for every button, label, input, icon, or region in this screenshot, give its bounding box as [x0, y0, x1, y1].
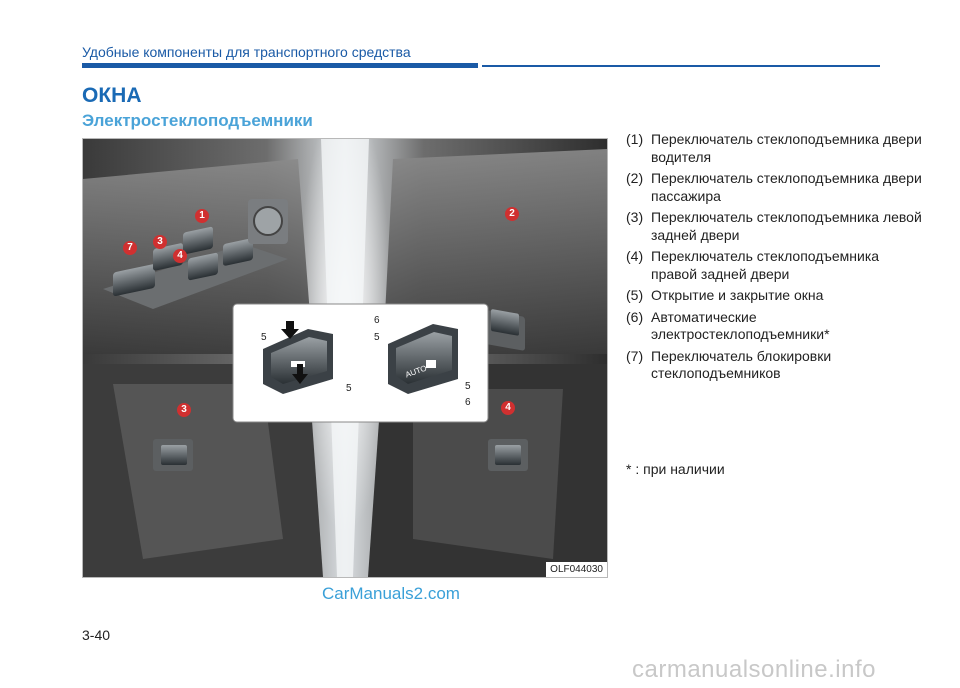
callout-1: 1	[195, 209, 209, 223]
page-number: 3-40	[82, 627, 111, 643]
footnote: * : при наличии	[626, 461, 725, 477]
section-title: ОКНА	[82, 84, 142, 107]
callout-2: 2	[505, 207, 519, 221]
inset-label-5-right-up: 5	[374, 332, 380, 343]
callout-3-rear: 3	[177, 403, 191, 417]
inset-label-5-left-down: 5	[346, 383, 352, 394]
inset-label-6-right-down: 6	[465, 397, 471, 408]
list-item: (3)Переключатель стеклоподъемника левой …	[626, 209, 922, 243]
list-item: (2)Переключатель стеклоподъемника двери …	[626, 170, 922, 204]
carmanuals-watermark: CarManuals2.com	[322, 584, 460, 603]
list-item: (7)Переключатель блокировки стеклоподъем…	[626, 347, 832, 382]
inset-label-6-right-up: 6	[374, 315, 380, 326]
section-subtitle: Электростеклоподъемники	[82, 111, 313, 130]
list-item: (5)Открытие и закрытие окна	[626, 287, 824, 303]
list-item: (6)Автоматические электростеклоподъемник…	[626, 308, 830, 343]
car-door-illustration	[83, 139, 607, 577]
header-title: Удобные компоненты для транспортного сре…	[82, 44, 411, 60]
callout-4: 4	[173, 249, 187, 263]
legend-list: (1)Переключатель стеклоподъемника двери …	[626, 131, 926, 387]
header-divider-thin	[482, 65, 880, 67]
inset-label-5-right-down: 5	[465, 381, 471, 392]
inset-label-5-left-up: 5	[261, 332, 267, 343]
callout-7: 7	[123, 241, 137, 255]
window-switches-figure: 1 2 3 4 7 3 4 5 5 6 5 5 6 AUTO OLF044030	[82, 138, 608, 578]
site-watermark: carmanualsonline.info	[632, 656, 876, 683]
list-item: (4)Переключатель стеклоподъемника правой…	[626, 248, 880, 282]
header-divider-thick	[82, 63, 478, 68]
list-item: (1)Переключатель стеклоподъемника двери …	[626, 131, 922, 165]
figure-code: OLF044030	[546, 562, 607, 577]
callout-3: 3	[153, 235, 167, 249]
callout-4-rear: 4	[501, 401, 515, 415]
